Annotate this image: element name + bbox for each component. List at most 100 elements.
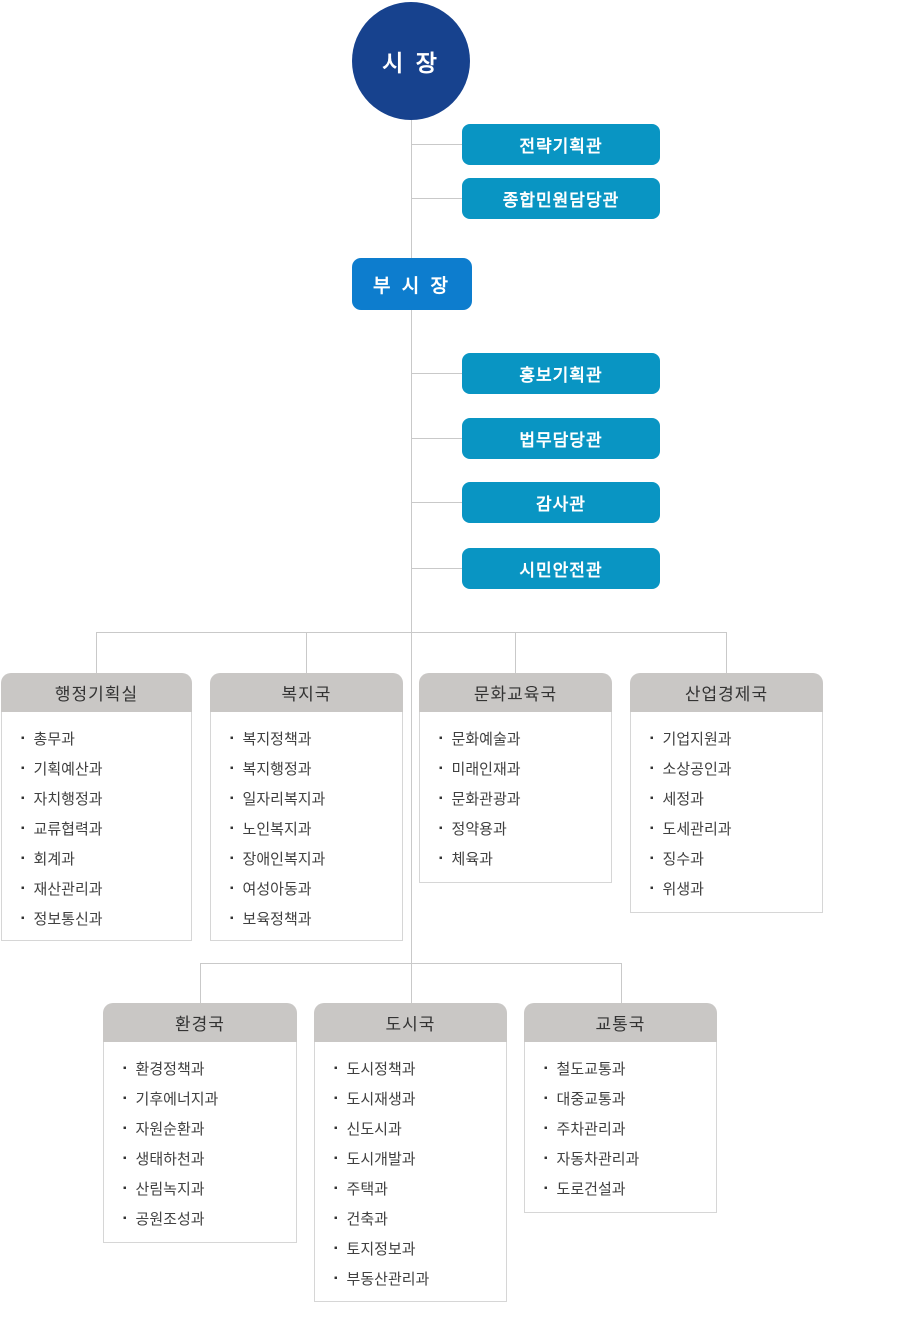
- bullet-icon: ▪: [650, 852, 654, 864]
- bullet-icon: ▪: [334, 1062, 338, 1074]
- connector-line: [411, 438, 462, 439]
- dept-card-environment: 환경국 ▪환경정책과 ▪기후에너지과 ▪자원순환과 ▪생태하천과 ▪산림녹지과 …: [103, 1003, 297, 1243]
- division-item: ▪위생과: [650, 873, 818, 903]
- dept-card-welfare: 복지국 ▪복지정책과 ▪복지행정과 ▪일자리복지과 ▪노인복지과 ▪장애인복지과…: [210, 673, 403, 941]
- dept-name: 교통국: [595, 1015, 646, 1034]
- division-label: 건축과: [346, 1210, 388, 1228]
- bullet-icon: ▪: [123, 1212, 127, 1224]
- dept-card-admin-planning: 행정기획실 ▪총무과 ▪기획예산과 ▪자치행정과 ▪교류협력과 ▪회계과 ▪재산…: [1, 673, 192, 941]
- division-label: 도시재생과: [346, 1090, 416, 1108]
- division-label: 미래인재과: [451, 760, 521, 778]
- division-label: 정보통신과: [33, 910, 103, 928]
- bullet-icon: ▪: [334, 1272, 338, 1284]
- bullet-icon: ▪: [123, 1062, 127, 1074]
- division-item: ▪신도시과: [334, 1113, 502, 1143]
- dept-header: 문화교육국: [419, 673, 612, 712]
- division-item: ▪복지행정과: [230, 753, 398, 783]
- division-item: ▪주차관리과: [544, 1113, 712, 1143]
- bullet-icon: ▪: [334, 1122, 338, 1134]
- staff-label: 법무담당관: [519, 431, 603, 450]
- division-item: ▪회계과: [21, 843, 187, 873]
- dept-header: 복지국: [210, 673, 403, 712]
- division-label: 회계과: [33, 850, 75, 868]
- division-label: 장애인복지과: [242, 850, 326, 868]
- staff-label: 홍보기획관: [519, 366, 603, 385]
- bullet-icon: ▪: [21, 762, 25, 774]
- dept-header: 환경국: [103, 1003, 297, 1042]
- division-label: 도시정책과: [346, 1060, 416, 1078]
- division-item: ▪환경정책과: [123, 1053, 292, 1083]
- connector-line: [726, 632, 727, 673]
- staff-box-audit: 감사관: [462, 482, 660, 523]
- division-item: ▪산림녹지과: [123, 1173, 292, 1203]
- division-label: 문화관광과: [451, 790, 521, 808]
- bullet-icon: ▪: [334, 1182, 338, 1194]
- division-label: 복지행정과: [242, 760, 312, 778]
- division-item: ▪철도교통과: [544, 1053, 712, 1083]
- connector-line: [96, 632, 97, 673]
- division-item: ▪자원순환과: [123, 1113, 292, 1143]
- bullet-icon: ▪: [334, 1242, 338, 1254]
- division-item: ▪자동차관리과: [544, 1143, 712, 1173]
- division-label: 세정과: [662, 790, 704, 808]
- staff-box-strategic-planning: 전략기획관: [462, 124, 660, 165]
- bullet-icon: ▪: [650, 882, 654, 894]
- division-item: ▪교류협력과: [21, 813, 187, 843]
- bullet-icon: ▪: [230, 852, 234, 864]
- division-label: 기후에너지과: [135, 1090, 219, 1108]
- division-label: 체육과: [451, 850, 493, 868]
- division-label: 문화예술과: [451, 730, 521, 748]
- division-item: ▪총무과: [21, 723, 187, 753]
- dept-name: 환경국: [175, 1015, 225, 1034]
- connector-line: [515, 632, 516, 673]
- deputy-mayor-node: 부 시 장: [352, 258, 472, 310]
- bullet-icon: ▪: [544, 1122, 548, 1134]
- staff-label: 시민안전관: [519, 561, 603, 580]
- dept-name: 복지국: [281, 685, 332, 704]
- bullet-icon: ▪: [334, 1152, 338, 1164]
- bullet-icon: ▪: [21, 822, 25, 834]
- bullet-icon: ▪: [439, 732, 443, 744]
- bullet-icon: ▪: [123, 1122, 127, 1134]
- bullet-icon: ▪: [334, 1212, 338, 1224]
- connector-line: [96, 632, 727, 633]
- division-label: 토지정보과: [346, 1240, 416, 1258]
- bullet-icon: ▪: [21, 792, 25, 804]
- mayor-label: 시 장: [382, 50, 440, 76]
- division-label: 주택과: [346, 1180, 388, 1198]
- staff-label: 전략기획관: [519, 137, 603, 156]
- division-item: ▪문화관광과: [439, 783, 607, 813]
- connector-line: [411, 568, 462, 569]
- division-item: ▪도시개발과: [334, 1143, 502, 1173]
- staff-box-legal-affairs: 법무담당관: [462, 418, 660, 459]
- division-item: ▪공원조성과: [123, 1203, 292, 1233]
- bullet-icon: ▪: [439, 852, 443, 864]
- bullet-icon: ▪: [21, 882, 25, 894]
- bullet-icon: ▪: [439, 762, 443, 774]
- bullet-icon: ▪: [230, 882, 234, 894]
- bullet-icon: ▪: [650, 732, 654, 744]
- staff-box-pr-planning: 홍보기획관: [462, 353, 660, 394]
- division-label: 부동산관리과: [346, 1270, 430, 1288]
- bullet-icon: ▪: [334, 1092, 338, 1104]
- division-item: ▪생태하천과: [123, 1143, 292, 1173]
- division-label: 산림녹지과: [135, 1180, 205, 1198]
- connector-line: [411, 373, 462, 374]
- division-item: ▪ 도로건설과: [544, 1173, 712, 1203]
- staff-box-citizen-safety: 시민안전관: [462, 548, 660, 589]
- dept-divisions: ▪총무과 ▪기획예산과 ▪자치행정과 ▪교류협력과 ▪회계과 ▪재산관리과 ▪정…: [1, 712, 192, 941]
- division-label: 도로건설과: [556, 1180, 626, 1198]
- bullet-icon: ▪: [230, 732, 234, 744]
- dept-divisions: ▪복지정책과 ▪복지행정과 ▪일자리복지과 ▪노인복지과 ▪장애인복지과 ▪여성…: [210, 712, 403, 941]
- dept-divisions: ▪ 도시정책과 ▪ 도시재생과 ▪신도시과 ▪도시개발과 ▪ 주택과 ▪ 건축과 ▪ 토지…: [314, 1042, 507, 1302]
- division-label: 일자리복지과: [242, 790, 326, 808]
- bullet-icon: ▪: [544, 1182, 548, 1194]
- dept-name: 문화교육국: [473, 685, 558, 704]
- division-item: ▪일자리복지과: [230, 783, 398, 813]
- bullet-icon: ▪: [650, 822, 654, 834]
- bullet-icon: ▪: [544, 1152, 548, 1164]
- staff-label: 종합민원담당관: [502, 191, 620, 210]
- division-label: 총무과: [33, 730, 75, 748]
- staff-box-civil-affairs: 종합민원담당관: [462, 178, 660, 219]
